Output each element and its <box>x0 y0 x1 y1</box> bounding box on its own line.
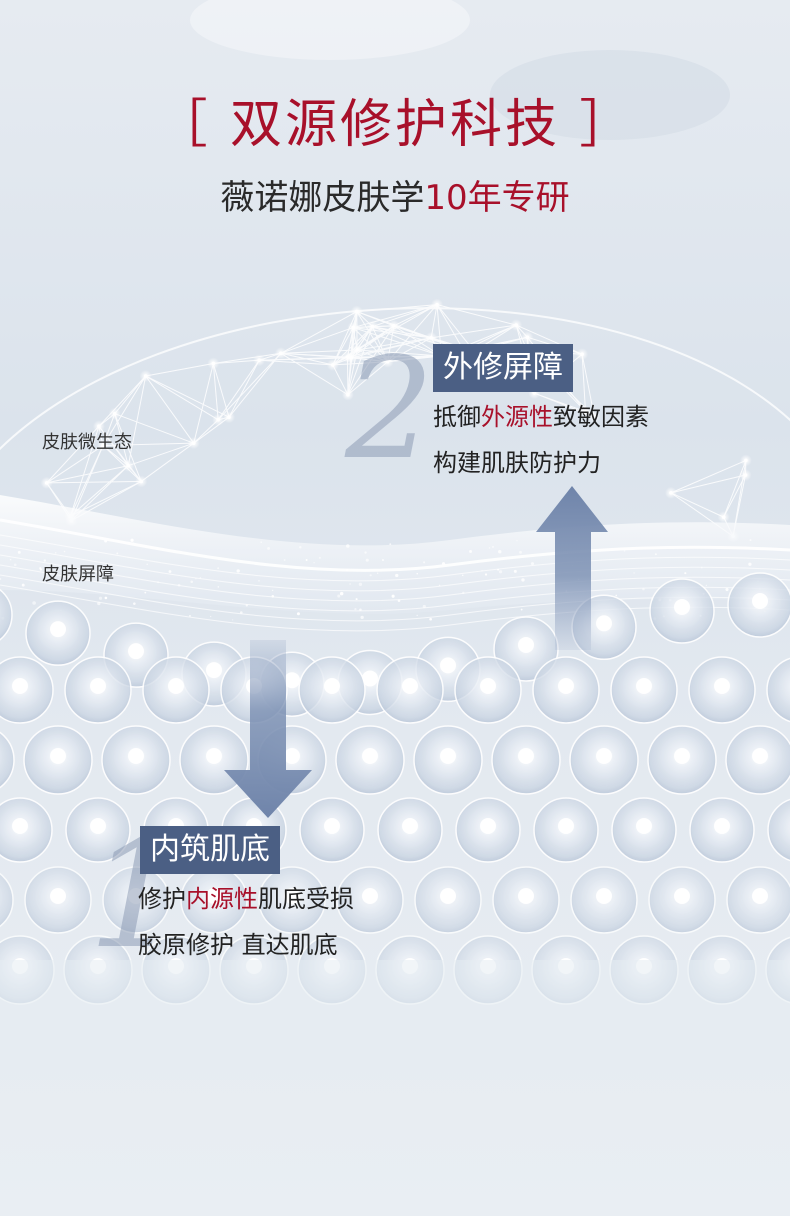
step1-line1-suffix: 肌底受损 <box>258 885 354 913</box>
step1-description: 修护内源性肌底受损 胶原修护 直达肌底 <box>138 876 354 968</box>
layer-label-microecology: 皮肤微生态 <box>42 432 132 453</box>
step2-title: 外修屏障 <box>433 344 573 392</box>
subtitle-highlight: 10年专研 <box>424 178 570 218</box>
step1-line1: 修护内源性肌底受损 <box>138 876 354 922</box>
step2-line1-prefix: 抵御 <box>433 403 481 431</box>
step2-line1-suffix: 致敏因素 <box>553 403 649 431</box>
step1-title: 内筑肌底 <box>140 826 280 874</box>
step1-line1-highlight: 内源性 <box>186 885 258 913</box>
step2-description: 抵御外源性致敏因素 构建肌肤防护力 <box>433 394 649 486</box>
step2-number: 2 <box>345 328 435 491</box>
step1-line1-prefix: 修护 <box>138 885 186 913</box>
page-title: ［ 双源修护科技 ］ <box>155 95 635 155</box>
page-subtitle: 薇诺娜皮肤学10年专研 <box>0 170 790 219</box>
layer-label-barrier: 皮肤屏障 <box>42 564 114 585</box>
step2-line1-highlight: 外源性 <box>481 403 553 431</box>
step2-line1: 抵御外源性致敏因素 <box>433 394 649 440</box>
step1-line2: 胶原修护 直达肌底 <box>138 931 338 959</box>
step2-line2: 构建肌肤防护力 <box>433 449 601 477</box>
subtitle-prefix: 薇诺娜皮肤学 <box>220 178 425 218</box>
